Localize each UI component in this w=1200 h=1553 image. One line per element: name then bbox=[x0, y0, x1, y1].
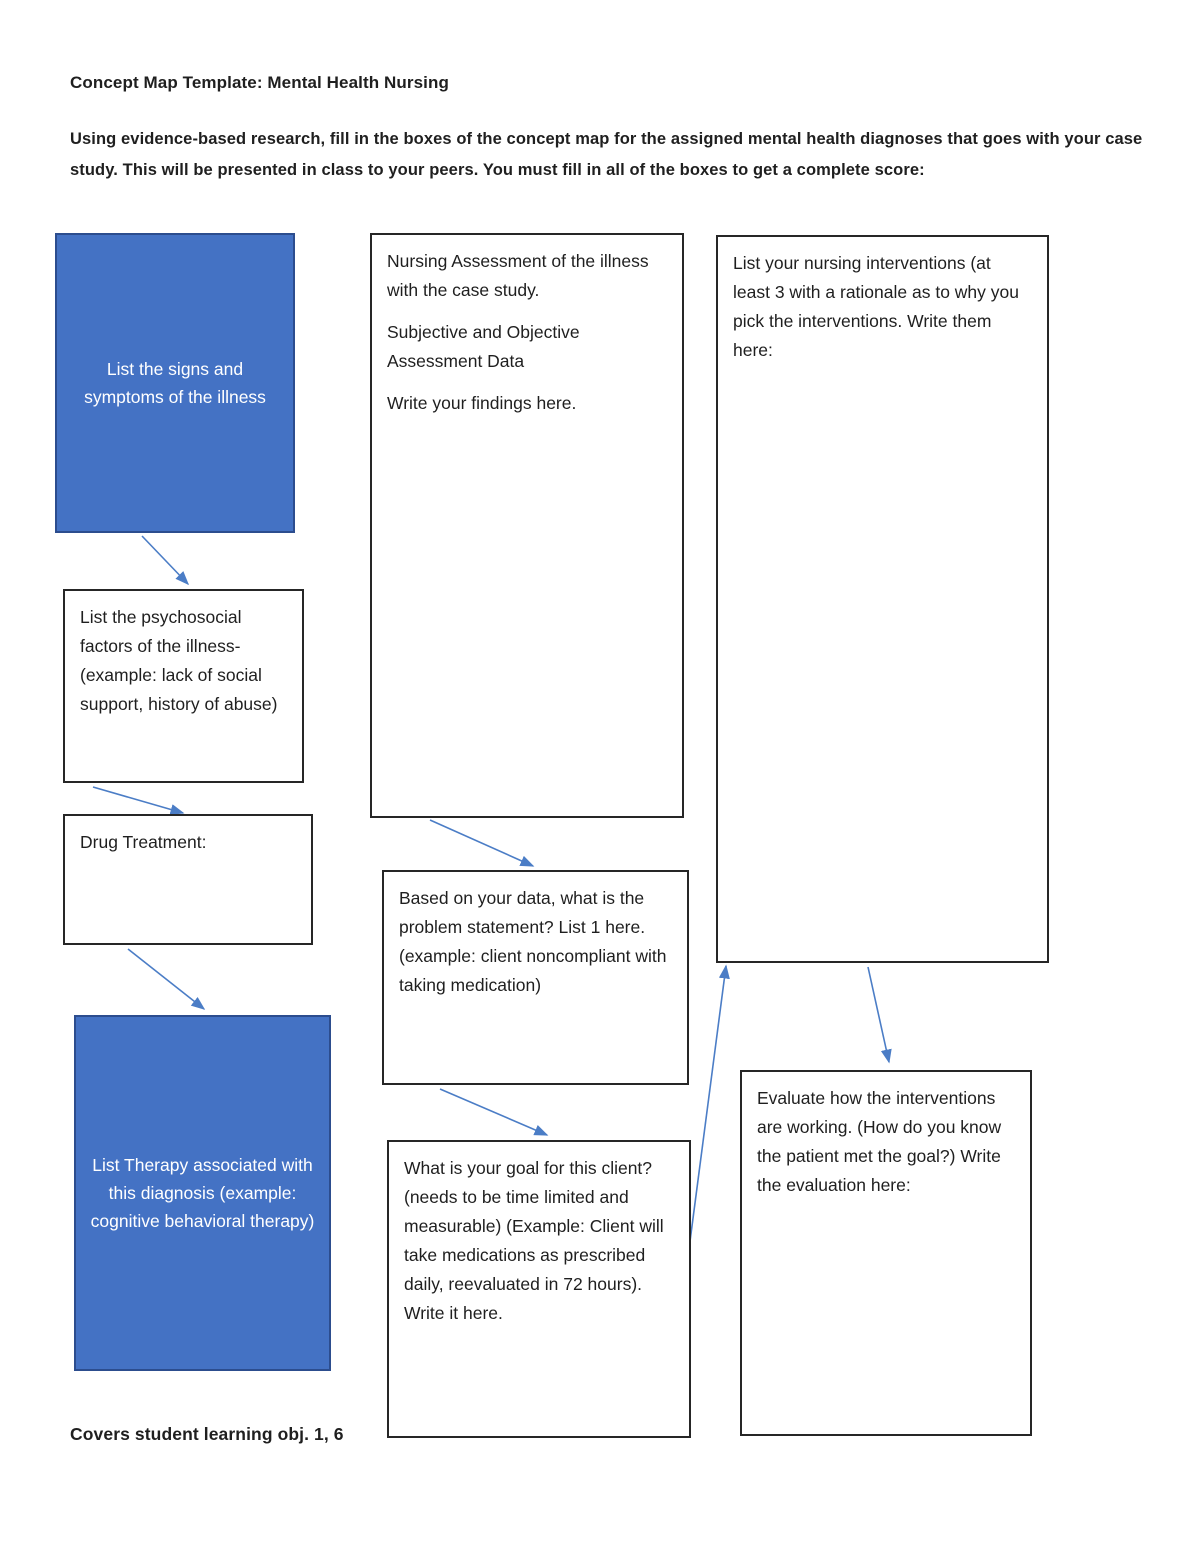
nursing-assessment-box: Nursing Assessment of the illness with t… bbox=[370, 233, 684, 818]
assessment-paragraph-1: Nursing Assessment of the illness with t… bbox=[387, 251, 649, 300]
page-title: Concept Map Template: Mental Health Nurs… bbox=[70, 73, 449, 92]
signs-symptoms-label: List the signs and symptoms of the illne… bbox=[84, 359, 266, 407]
intro-paragraph: Using evidence-based research, fill in t… bbox=[70, 130, 1143, 179]
arrow-interventions-to-evaluate bbox=[867, 966, 892, 1064]
arrow-drug-to-therapy bbox=[127, 948, 206, 1010]
evaluation-label: Evaluate how the interventions are worki… bbox=[757, 1088, 1002, 1195]
arrow-assessment-to-problem bbox=[429, 819, 535, 867]
arrow-psychosocial-to-drug bbox=[92, 786, 185, 815]
therapy-label: List Therapy associated with this diagno… bbox=[90, 1155, 315, 1231]
problem-statement-box: Based on your data, what is the problem … bbox=[382, 870, 689, 1085]
nursing-interventions-box: List your nursing interventions (at leas… bbox=[716, 235, 1049, 963]
footer-note: Covers student learning obj. 1, 6 bbox=[70, 1424, 344, 1444]
client-goal-box: What is your goal for this client? (need… bbox=[387, 1140, 691, 1438]
arrow-signs-to-psychosocial bbox=[141, 535, 190, 586]
client-goal-label: What is your goal for this client? (need… bbox=[404, 1158, 664, 1323]
signs-symptoms-box: List the signs and symptoms of the illne… bbox=[55, 233, 295, 533]
evaluation-box: Evaluate how the interventions are worki… bbox=[740, 1070, 1032, 1436]
drug-treatment-box: Drug Treatment: bbox=[63, 814, 313, 945]
arrow-goal-to-interventions bbox=[688, 964, 730, 1250]
nursing-interventions-label: List your nursing interventions (at leas… bbox=[733, 253, 1019, 360]
drug-treatment-label: Drug Treatment: bbox=[80, 832, 207, 852]
problem-statement-label: Based on your data, what is the problem … bbox=[399, 888, 667, 995]
psychosocial-factors-label: List the psychosocial factors of the ill… bbox=[80, 607, 278, 714]
assessment-paragraph-3: Write your findings here. bbox=[387, 393, 577, 413]
assessment-paragraph-2: Subjective and Objective Assessment Data bbox=[387, 322, 580, 371]
psychosocial-factors-box: List the psychosocial factors of the ill… bbox=[63, 589, 304, 783]
therapy-box: List Therapy associated with this diagno… bbox=[74, 1015, 331, 1371]
arrow-problem-to-goal bbox=[439, 1088, 549, 1136]
